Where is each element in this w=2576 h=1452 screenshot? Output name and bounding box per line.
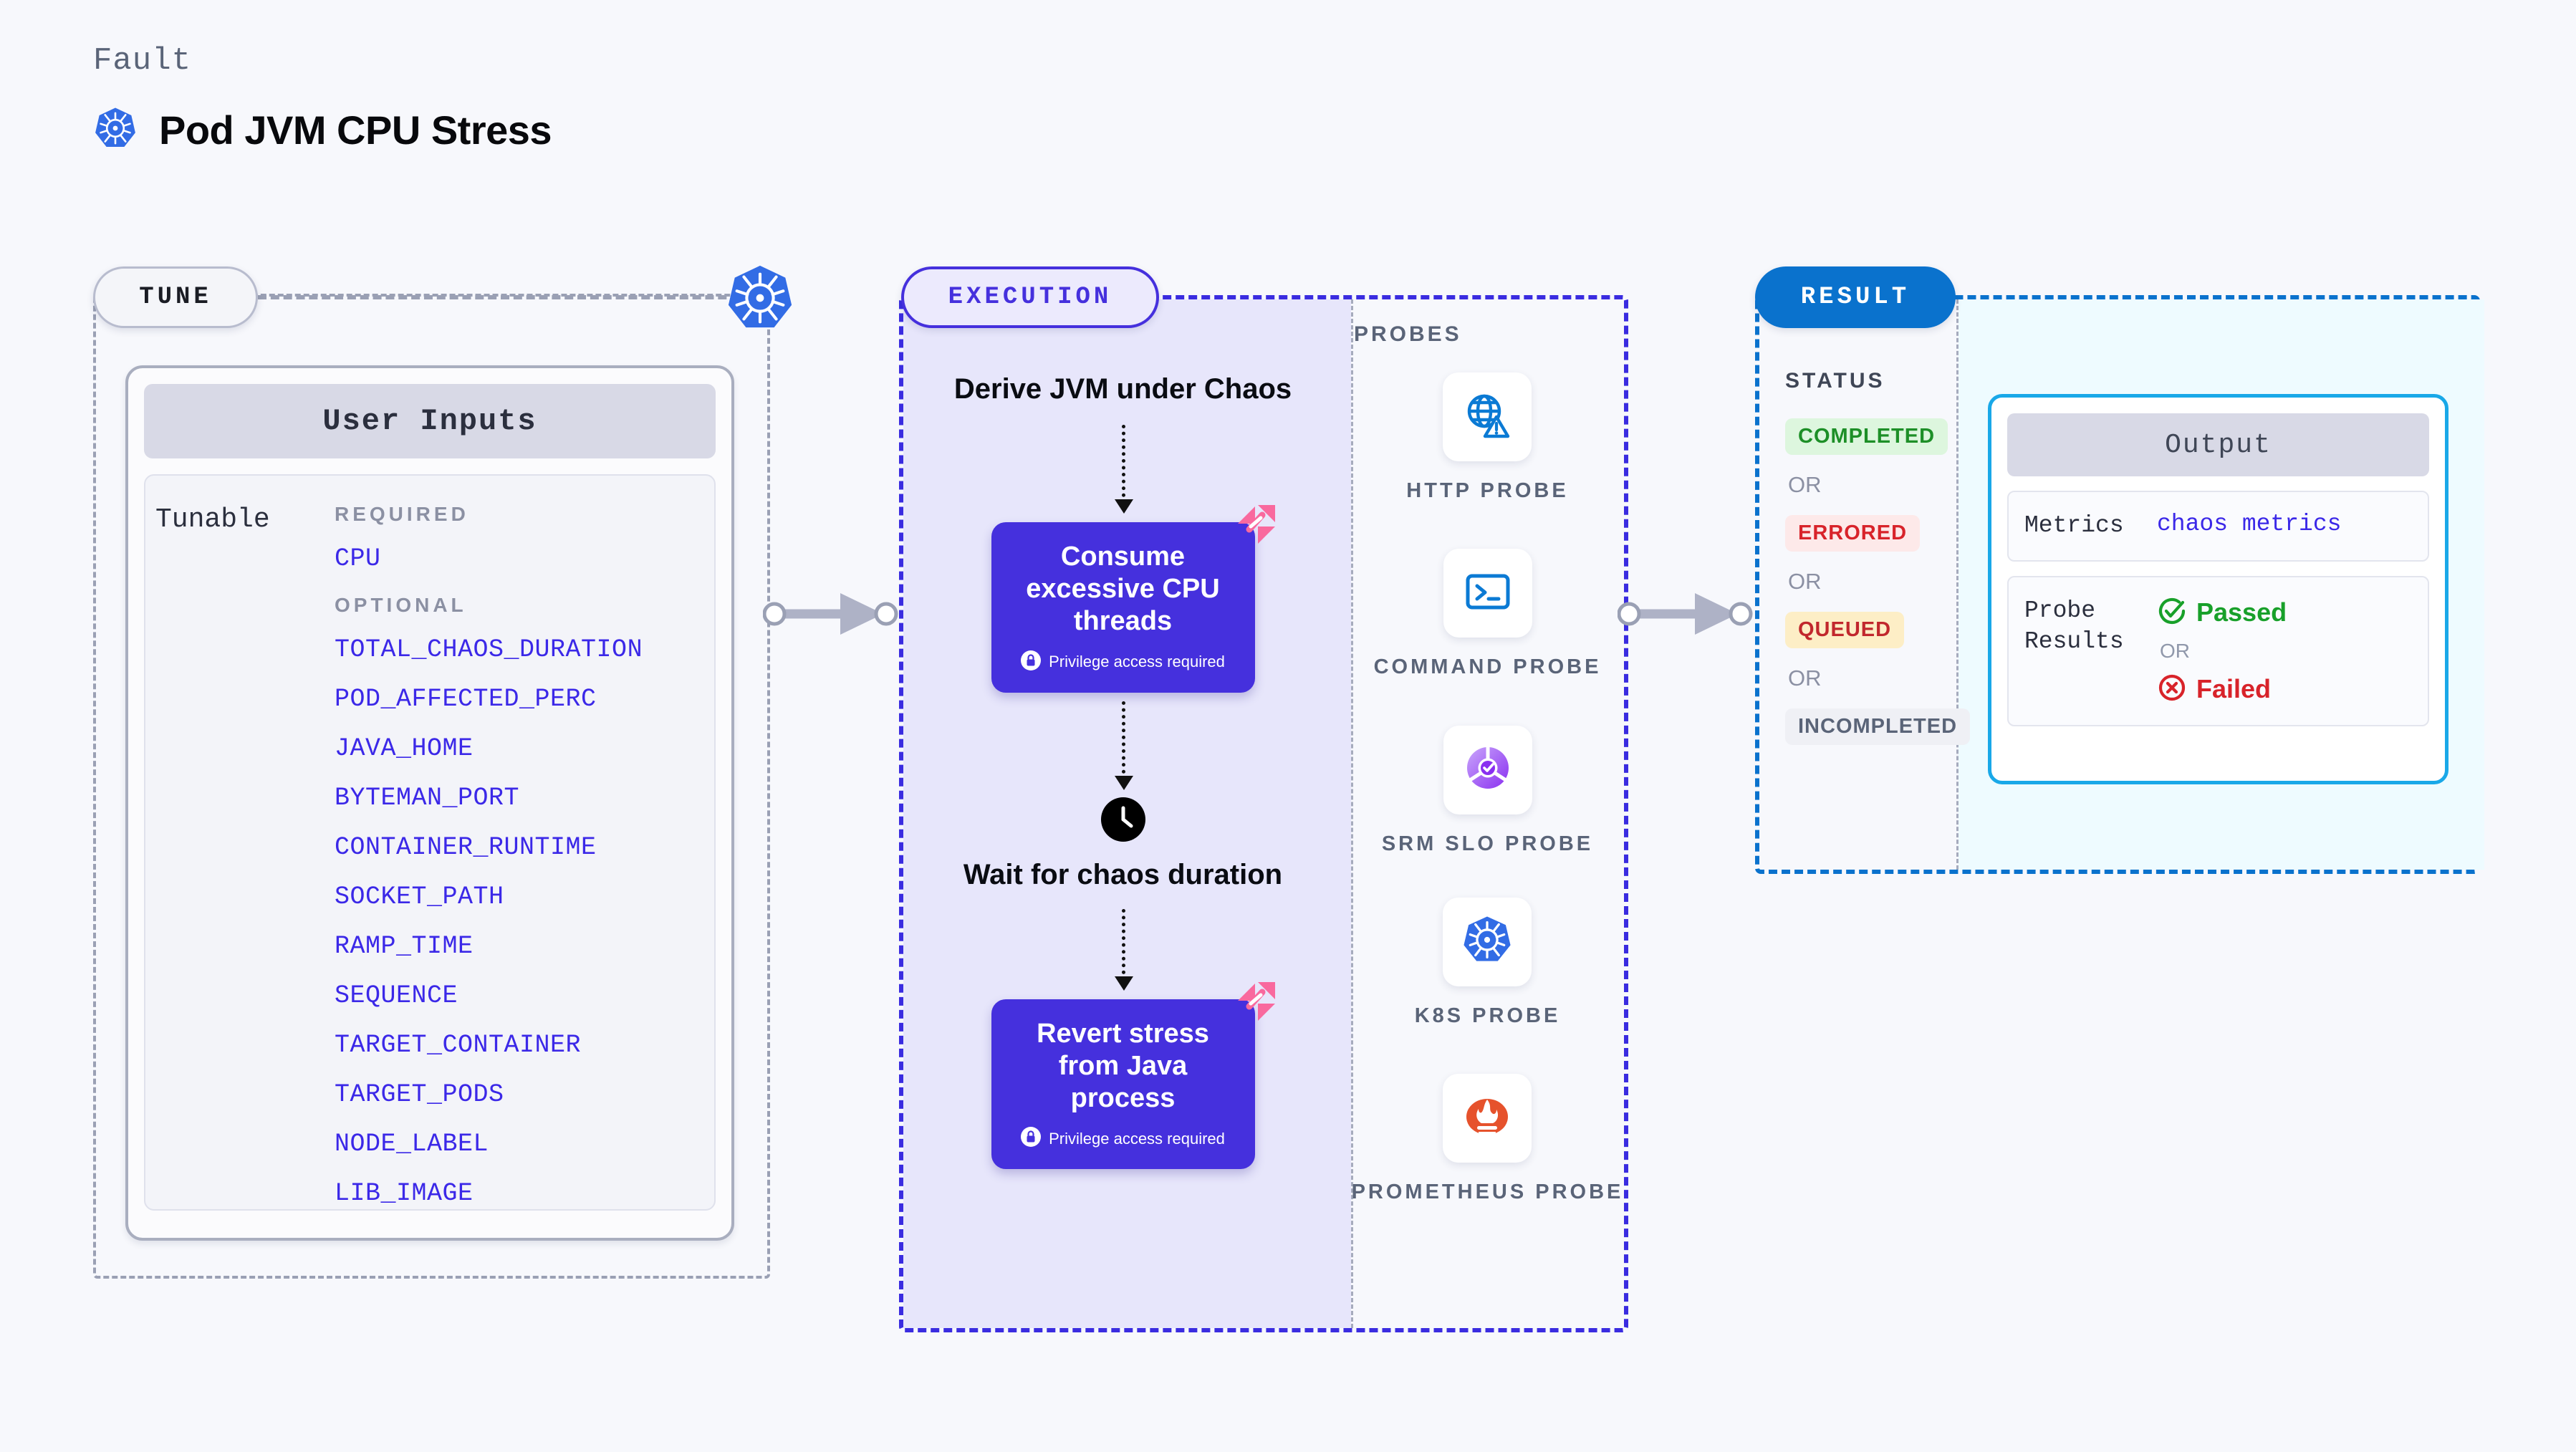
lock-icon [1021,1127,1042,1150]
probe-item-prometheus[interactable]: PROMETHEUS PROBE [1352,1074,1624,1206]
page-header: Fault Pod [93,43,552,154]
privilege-note-row: Privilege access required [1006,1127,1241,1150]
probe-label: COMMAND PROBE [1373,655,1602,679]
flow-arrow-icon [1114,908,1133,991]
flow-arrow-icon [1114,425,1133,514]
tune-connector-line [258,295,752,299]
x-circle-icon [2157,673,2187,706]
privilege-note-text: Privilege access required [1049,1129,1225,1148]
probe-card[interactable] [1443,1074,1532,1163]
param-ramp-time[interactable]: RAMP_TIME [335,932,474,961]
result-status-column [1759,299,1959,870]
status-header: STATUS [1785,369,1885,393]
output-card: Output Metrics chaos metrics Probe Resul… [1988,394,2448,784]
probe-item-http[interactable]: HTTP PROBE [1406,372,1568,504]
litmus-flag-icon [1234,979,1278,1027]
required-group-header: REQUIRED [335,503,469,525]
probe-card[interactable] [1443,372,1532,461]
litmus-flag-icon [1234,502,1278,550]
exec-step-derive-jvm: Derive JVM under Chaos [953,373,1292,405]
clock-icon [1100,797,1145,845]
privilege-note-row: Privilege access required [1006,650,1241,674]
param-container-runtime[interactable]: CONTAINER_RUNTIME [335,833,597,862]
status-badge-errored: ERRORED [1785,515,1921,552]
exec-step-wait-duration: Wait for chaos duration [963,858,1283,890]
probe-item-srm-slo[interactable]: SRM SLO PROBE [1381,725,1594,857]
tune-pill[interactable]: TUNE [93,266,258,328]
optional-group-header: OPTIONAL [335,594,467,616]
flow-arrow-icon [1114,701,1133,790]
param-target-pods[interactable]: TARGET_PODS [335,1080,504,1109]
exec-card-consume-cpu[interactable]: Consume excessive CPU threads Privilege … [991,505,1275,693]
arrow-right-icon [1617,580,1757,652]
prometheus-flame-icon [1461,1090,1514,1147]
page-title-row: Pod JVM CPU Stress [93,106,552,154]
param-java-home[interactable]: JAVA_HOME [335,734,474,763]
globe-warning-icon [1461,389,1514,446]
tunable-section: Tunable REQUIRED CPU OPTIONAL TOTAL_CHAO… [144,474,716,1211]
execution-flow: Derive JVM under Chaos Consume excessive… [899,372,1347,1170]
result-pill[interactable]: RESULT [1755,266,1956,328]
probe-result-failed: Failed [2157,673,2287,706]
output-row-metrics: Metrics chaos metrics [2007,491,2429,562]
param-pod-affected-perc[interactable]: POD_AFFECTED_PERC [335,685,597,713]
param-total-chaos-duration[interactable]: TOTAL_CHAOS_DURATION [335,635,643,664]
probe-card[interactable] [1443,725,1532,814]
probes-list: HTTP PROBE COMMAND PROBE [1347,372,1628,1206]
user-inputs-card: User Inputs Tunable REQUIRED CPU OPTIONA… [125,365,734,1241]
user-inputs-title: User Inputs [144,384,716,458]
status-badge-completed: COMPLETED [1785,418,1948,455]
kubernetes-icon [1461,913,1514,970]
tunable-label: Tunable [155,504,270,535]
probe-label: PROMETHEUS PROBE [1351,1181,1624,1204]
tunable-param-list: REQUIRED CPU OPTIONAL TOTAL_CHAOS_DURATI… [335,500,707,1208]
param-byteman-port[interactable]: BYTEMAN_PORT [335,784,520,812]
param-sequence[interactable]: SEQUENCE [335,981,458,1010]
kubernetes-icon [725,263,795,333]
terminal-icon [1461,565,1514,622]
fault-kicker-label: Fault [93,43,192,79]
output-title: Output [2007,413,2429,476]
or-label: OR [1788,665,1822,691]
param-node-label[interactable]: NODE_LABEL [335,1130,489,1158]
metrics-key: Metrics [2024,512,2124,539]
status-badge-queued: QUEUED [1785,612,1905,648]
or-label: OR [1788,569,1822,594]
param-lib-image[interactable]: LIB_IMAGE [335,1179,474,1208]
failed-label: Failed [2196,674,2272,704]
probe-results-values: Passed OR Failed [2157,596,2287,706]
kubernetes-icon [93,106,138,154]
exec-card-revert-stress[interactable]: Revert stress from Java process Privileg… [991,981,1275,1170]
output-row-probe-results: Probe Results Passed OR [2007,575,2429,726]
probe-card[interactable] [1443,549,1532,638]
probe-result-passed: Passed [2157,596,2287,630]
metrics-value[interactable]: chaos metrics [2157,511,2342,537]
probe-label: SRM SLO PROBE [1381,832,1594,855]
param-cpu[interactable]: CPU [335,544,381,573]
probe-item-k8s[interactable]: K8S PROBE [1414,897,1561,1029]
page-title: Pod JVM CPU Stress [159,107,552,153]
param-target-container[interactable]: TARGET_CONTAINER [335,1031,582,1059]
or-label: OR [2160,639,2190,662]
passed-label: Passed [2196,597,2287,628]
arrow-right-icon [762,580,903,652]
probes-column [1351,299,1633,1328]
slo-donut-check-icon [1461,741,1514,798]
probe-item-command[interactable]: COMMAND PROBE [1374,549,1602,681]
probe-label: K8S PROBE [1414,1004,1561,1027]
status-badge-incompleted: INCOMPLETED [1785,708,1971,745]
exec-card-title: Revert stress from Java process [1037,1018,1209,1113]
execution-pill[interactable]: EXECUTION [901,266,1159,328]
probe-results-key: Probe Results [2024,597,2124,655]
check-circle-icon [2157,596,2187,630]
exec-card-title: Consume excessive CPU threads [1026,542,1220,636]
status-block: STATUS COMPLETED OR ERRORED OR QUEUED OR… [1785,369,1971,745]
probe-label: HTTP PROBE [1406,479,1569,502]
privilege-note-text: Privilege access required [1049,653,1225,671]
probe-card[interactable] [1443,897,1532,986]
lock-icon [1021,650,1042,674]
or-label: OR [1788,472,1822,497]
probes-section-label: PROBES [1354,322,1462,346]
param-socket-path[interactable]: SOCKET_PATH [335,883,504,911]
